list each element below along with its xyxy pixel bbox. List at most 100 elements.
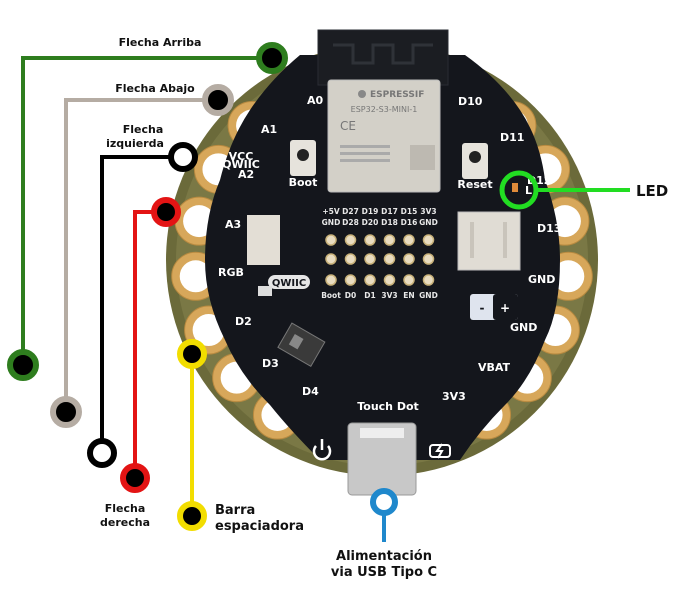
header-pin[interactable] bbox=[383, 253, 396, 265]
callout-end-down bbox=[50, 396, 82, 428]
header-label: D0 bbox=[345, 291, 356, 300]
callout-line-right bbox=[133, 210, 166, 478]
header-pin[interactable] bbox=[325, 234, 337, 246]
svg-text:-: - bbox=[480, 301, 485, 315]
header-pin[interactable] bbox=[344, 234, 357, 246]
label-spacebar-2: espaciadora bbox=[215, 519, 304, 534]
callout-end-right bbox=[120, 463, 150, 493]
header-label: GND bbox=[419, 291, 438, 300]
header-pin[interactable] bbox=[344, 253, 357, 265]
callout-ring-power bbox=[370, 488, 398, 516]
module-brand: ESPRESSIF bbox=[370, 90, 424, 100]
pin-label-d3: D3 bbox=[262, 357, 279, 370]
svg-text:QWIIC: QWIIC bbox=[272, 278, 306, 289]
label-down-arrow: Flecha Abajo bbox=[115, 82, 195, 95]
header-pin[interactable] bbox=[403, 234, 415, 246]
pin-label-d2: D2 bbox=[235, 315, 252, 328]
header-pin[interactable] bbox=[325, 253, 337, 265]
header-label: 3V3 bbox=[381, 291, 397, 300]
callout-end-spacebar bbox=[177, 501, 207, 531]
callout-line-down bbox=[64, 98, 218, 410]
label-power-1: Alimentación bbox=[336, 549, 432, 564]
pin-label-a2: A2 bbox=[238, 168, 254, 181]
pin-label-d11: D11 bbox=[500, 131, 524, 144]
header-pin[interactable] bbox=[383, 274, 396, 286]
callout-line-up bbox=[21, 56, 272, 363]
header-label: Boot bbox=[321, 291, 341, 300]
header-label: D20 bbox=[362, 218, 379, 227]
callout-dot-spacebar bbox=[177, 339, 207, 369]
espressif-logo-icon bbox=[358, 90, 366, 98]
pin-label-gnd: GND bbox=[528, 273, 555, 286]
pin-label-a0: A0 bbox=[307, 94, 324, 107]
label-left-arrow-2: izquierda bbox=[106, 137, 164, 150]
header-label: D17 bbox=[381, 207, 398, 216]
label-right-arrow-2: derecha bbox=[100, 516, 150, 529]
battery-connector bbox=[457, 211, 521, 271]
svg-text:L: L bbox=[525, 184, 532, 197]
ce-mark-icon: CE bbox=[340, 119, 356, 133]
pin-label-gnd: GND bbox=[510, 321, 537, 334]
qwiic-connector bbox=[247, 215, 280, 265]
label-left-arrow-1: Flecha bbox=[123, 123, 164, 136]
header-pin[interactable] bbox=[364, 253, 376, 265]
header-pin[interactable] bbox=[403, 253, 415, 265]
antenna bbox=[317, 29, 449, 86]
qwiic-vcc-label: VCC bbox=[229, 150, 254, 163]
header-label: D16 bbox=[401, 218, 418, 227]
rgb-led bbox=[258, 286, 272, 296]
label-up-arrow: Flecha Arriba bbox=[119, 36, 202, 49]
power-switch[interactable] bbox=[277, 322, 326, 367]
callout-end-up bbox=[7, 349, 39, 381]
header-label: +5V bbox=[322, 207, 340, 216]
pin-label-a3: A3 bbox=[225, 218, 241, 231]
power-icon bbox=[312, 439, 332, 461]
label-led: LED bbox=[636, 182, 668, 200]
header-label: GND bbox=[419, 218, 438, 227]
pin-label-a1: A1 bbox=[261, 123, 277, 136]
pin-label-d4: D4 bbox=[302, 385, 319, 398]
header-pin[interactable] bbox=[364, 274, 376, 286]
onboard-led bbox=[512, 183, 518, 192]
pin-label-rgb: RGB bbox=[218, 266, 244, 279]
header-pin[interactable] bbox=[422, 234, 435, 246]
qwiic-power-label: QWIIC bbox=[222, 158, 260, 171]
header-label: D18 bbox=[381, 218, 398, 227]
pin-label-3v3: 3V3 bbox=[442, 390, 466, 403]
header-pin[interactable] bbox=[422, 253, 435, 265]
header-label: D27 bbox=[342, 207, 359, 216]
label-spacebar-1: Barra bbox=[215, 503, 255, 518]
board-name: Touch Dot bbox=[357, 400, 419, 413]
callout-dot-left bbox=[168, 142, 198, 172]
header-pin[interactable] bbox=[364, 234, 376, 246]
header-label: D19 bbox=[362, 207, 379, 216]
label-power-2: via USB Tipo C bbox=[331, 565, 437, 580]
pin-label-vbat: VBAT bbox=[478, 361, 511, 374]
callout-ring-led bbox=[499, 170, 539, 210]
header-pin[interactable] bbox=[383, 234, 396, 246]
header-label: D15 bbox=[401, 207, 418, 216]
boot-label: Boot bbox=[289, 176, 318, 189]
header-pin[interactable] bbox=[344, 274, 357, 286]
module-model: ESP32-S3-MINI-1 bbox=[351, 105, 418, 114]
callout-dot-down bbox=[202, 84, 234, 116]
pin-label-d13: D13 bbox=[537, 222, 561, 235]
label-right-arrow-1: Flecha bbox=[105, 502, 146, 515]
header-label: GND bbox=[322, 218, 341, 227]
callout-dot-right bbox=[151, 197, 181, 227]
qr-code-icon bbox=[410, 145, 435, 170]
header-pin[interactable] bbox=[422, 274, 435, 286]
header-pin[interactable] bbox=[325, 274, 337, 286]
header-label: D28 bbox=[342, 218, 359, 227]
header-label: EN bbox=[403, 291, 414, 300]
header-pin[interactable] bbox=[403, 274, 415, 286]
svg-text:+: + bbox=[500, 301, 510, 315]
callout-dot-up bbox=[256, 42, 288, 74]
reset-label: Reset bbox=[457, 178, 492, 191]
charge-icon bbox=[429, 443, 451, 459]
header-label: D1 bbox=[364, 291, 375, 300]
callout-end-left bbox=[87, 438, 117, 468]
callout-line-left bbox=[100, 155, 183, 450]
